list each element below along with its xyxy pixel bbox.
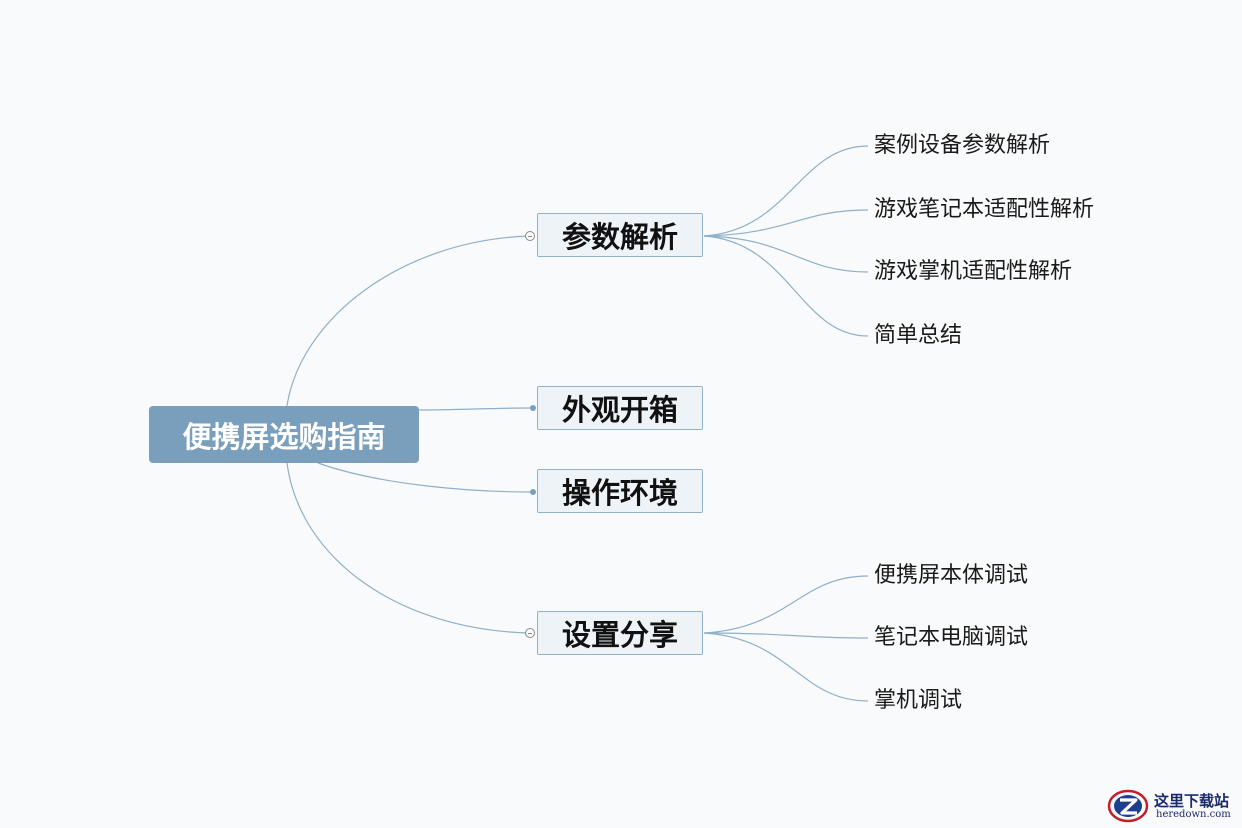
leaf-settings-1[interactable]: 便携屏本体调试: [874, 563, 1029, 588]
connector-params-leaf-4: [703, 235, 869, 337]
leaf-params-2[interactable]: 游戏笔记本适配性解析: [874, 197, 1095, 222]
leaf-params-1[interactable]: 案例设备参数解析: [874, 133, 1051, 158]
connector-dot-environment: [530, 489, 536, 495]
connector-params-leaf-1: [703, 145, 869, 237]
watermark-url: heredown.com: [1156, 809, 1231, 820]
leaf-settings-2[interactable]: 笔记本电脑调试: [874, 625, 1029, 650]
watermark-logo-icon: [1107, 789, 1149, 823]
topic-params[interactable]: 参数解析: [537, 213, 703, 257]
topic-settings[interactable]: 设置分享: [537, 611, 703, 655]
connector-root-environment: [317, 462, 534, 493]
watermark: 这里下载站 heredown.com: [1106, 788, 1238, 824]
connector-dot-unboxing: [530, 405, 536, 411]
connector-root-settings: [286, 462, 531, 634]
collapse-toggle-settings[interactable]: [525, 628, 535, 638]
leaf-params-4[interactable]: 简单总结: [874, 323, 963, 348]
connector-settings-leaf-1: [703, 575, 869, 634]
topic-environment[interactable]: 操作环境: [537, 469, 703, 513]
leaf-params-3[interactable]: 游戏掌机适配性解析: [874, 259, 1073, 284]
root-topic[interactable]: 便携屏选购指南: [149, 406, 419, 463]
watermark-title: 这里下载站: [1154, 792, 1230, 810]
collapse-toggle-params[interactable]: [525, 231, 535, 241]
connector-params-leaf-2: [703, 209, 869, 237]
connector-settings-leaf-3: [703, 632, 869, 702]
leaf-settings-3[interactable]: 掌机调试: [874, 688, 963, 713]
topic-unboxing[interactable]: 外观开箱: [537, 386, 703, 430]
connector-params-leaf-3: [703, 235, 869, 273]
connector-root-unboxing: [418, 407, 534, 411]
connector-settings-leaf-2: [703, 632, 869, 639]
connector-root-params: [286, 235, 531, 407]
